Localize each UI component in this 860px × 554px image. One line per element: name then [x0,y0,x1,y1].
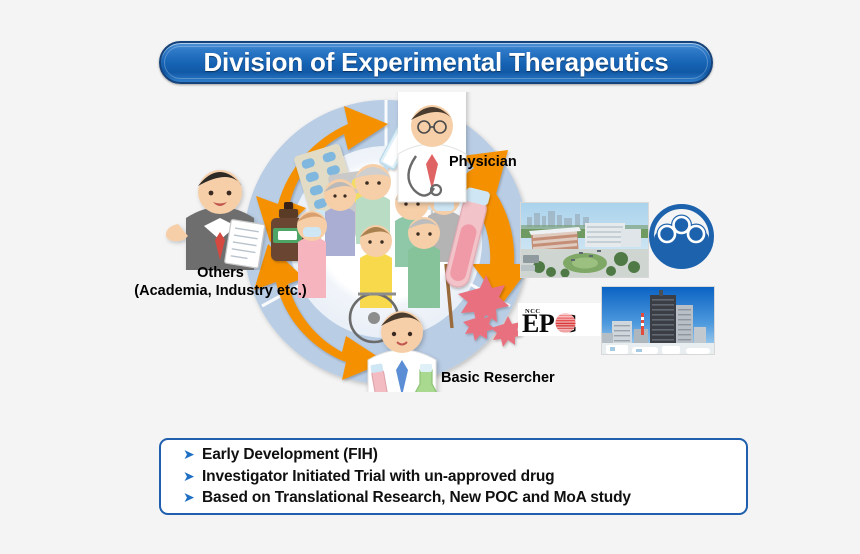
bullet-text: Based on Translational Research, New POC… [202,489,631,506]
researcher-tie [396,360,408,392]
arrow-bullet-icon: ➤ [183,489,195,505]
list-item: ➤ Investigator Initiated Trial with un-a… [183,468,746,490]
key-points-box: ➤ Early Development (FIH) ➤ Investigator… [159,438,748,515]
basic-researcher-figure [367,311,438,392]
others-figure [160,160,280,270]
bullet-text: Investigator Initiated Trial with un-app… [202,467,555,485]
bullet-text: Early Development (FIH) [202,446,378,463]
ncc-three-circle-logo [648,203,715,270]
arrow-researcher-to-others [254,244,386,380]
epoc-logo-ncc-text: NCC [525,308,541,315]
list-item: ➤ Based on Translational Research, New P… [183,489,746,511]
research-tower-building-photo [601,286,715,355]
arrow-bullet-icon: ➤ [183,446,195,462]
patient-group-illustration [297,164,523,347]
label-others-line2: (Academia, Industry etc.) [134,283,307,300]
medicine-bottle-icon [271,202,306,261]
virus-cells-icon [458,275,523,347]
list-item: ➤ Early Development (FIH) [183,446,746,468]
stethoscope [407,155,436,197]
blood-test-tube-icon [445,187,490,288]
arrow-bullet-icon: ➤ [183,467,195,484]
label-others-line1: Others [197,265,244,281]
physician-tie [426,154,438,190]
hospital-campus-aerial-photo [520,202,649,278]
label-others: Others (Academia, Industry etc.) [108,264,333,300]
test-tube-held [370,363,389,392]
title-banner: Division of Experimental Therapeutics [159,41,713,84]
label-physician: Physician [449,154,517,170]
chimney [641,313,644,335]
page-title: Division of Experimental Therapeutics [203,47,669,77]
ncc-epoc-logo: NCC EP C [518,303,602,336]
label-basic-researcher: Basic Resercher [441,370,555,386]
patient-front-row [297,211,454,344]
others-tie [215,232,225,260]
others-document [224,219,266,269]
translational-research-cycle-diagram [236,92,536,392]
physician-figure [397,92,467,203]
flask-held [414,364,438,392]
